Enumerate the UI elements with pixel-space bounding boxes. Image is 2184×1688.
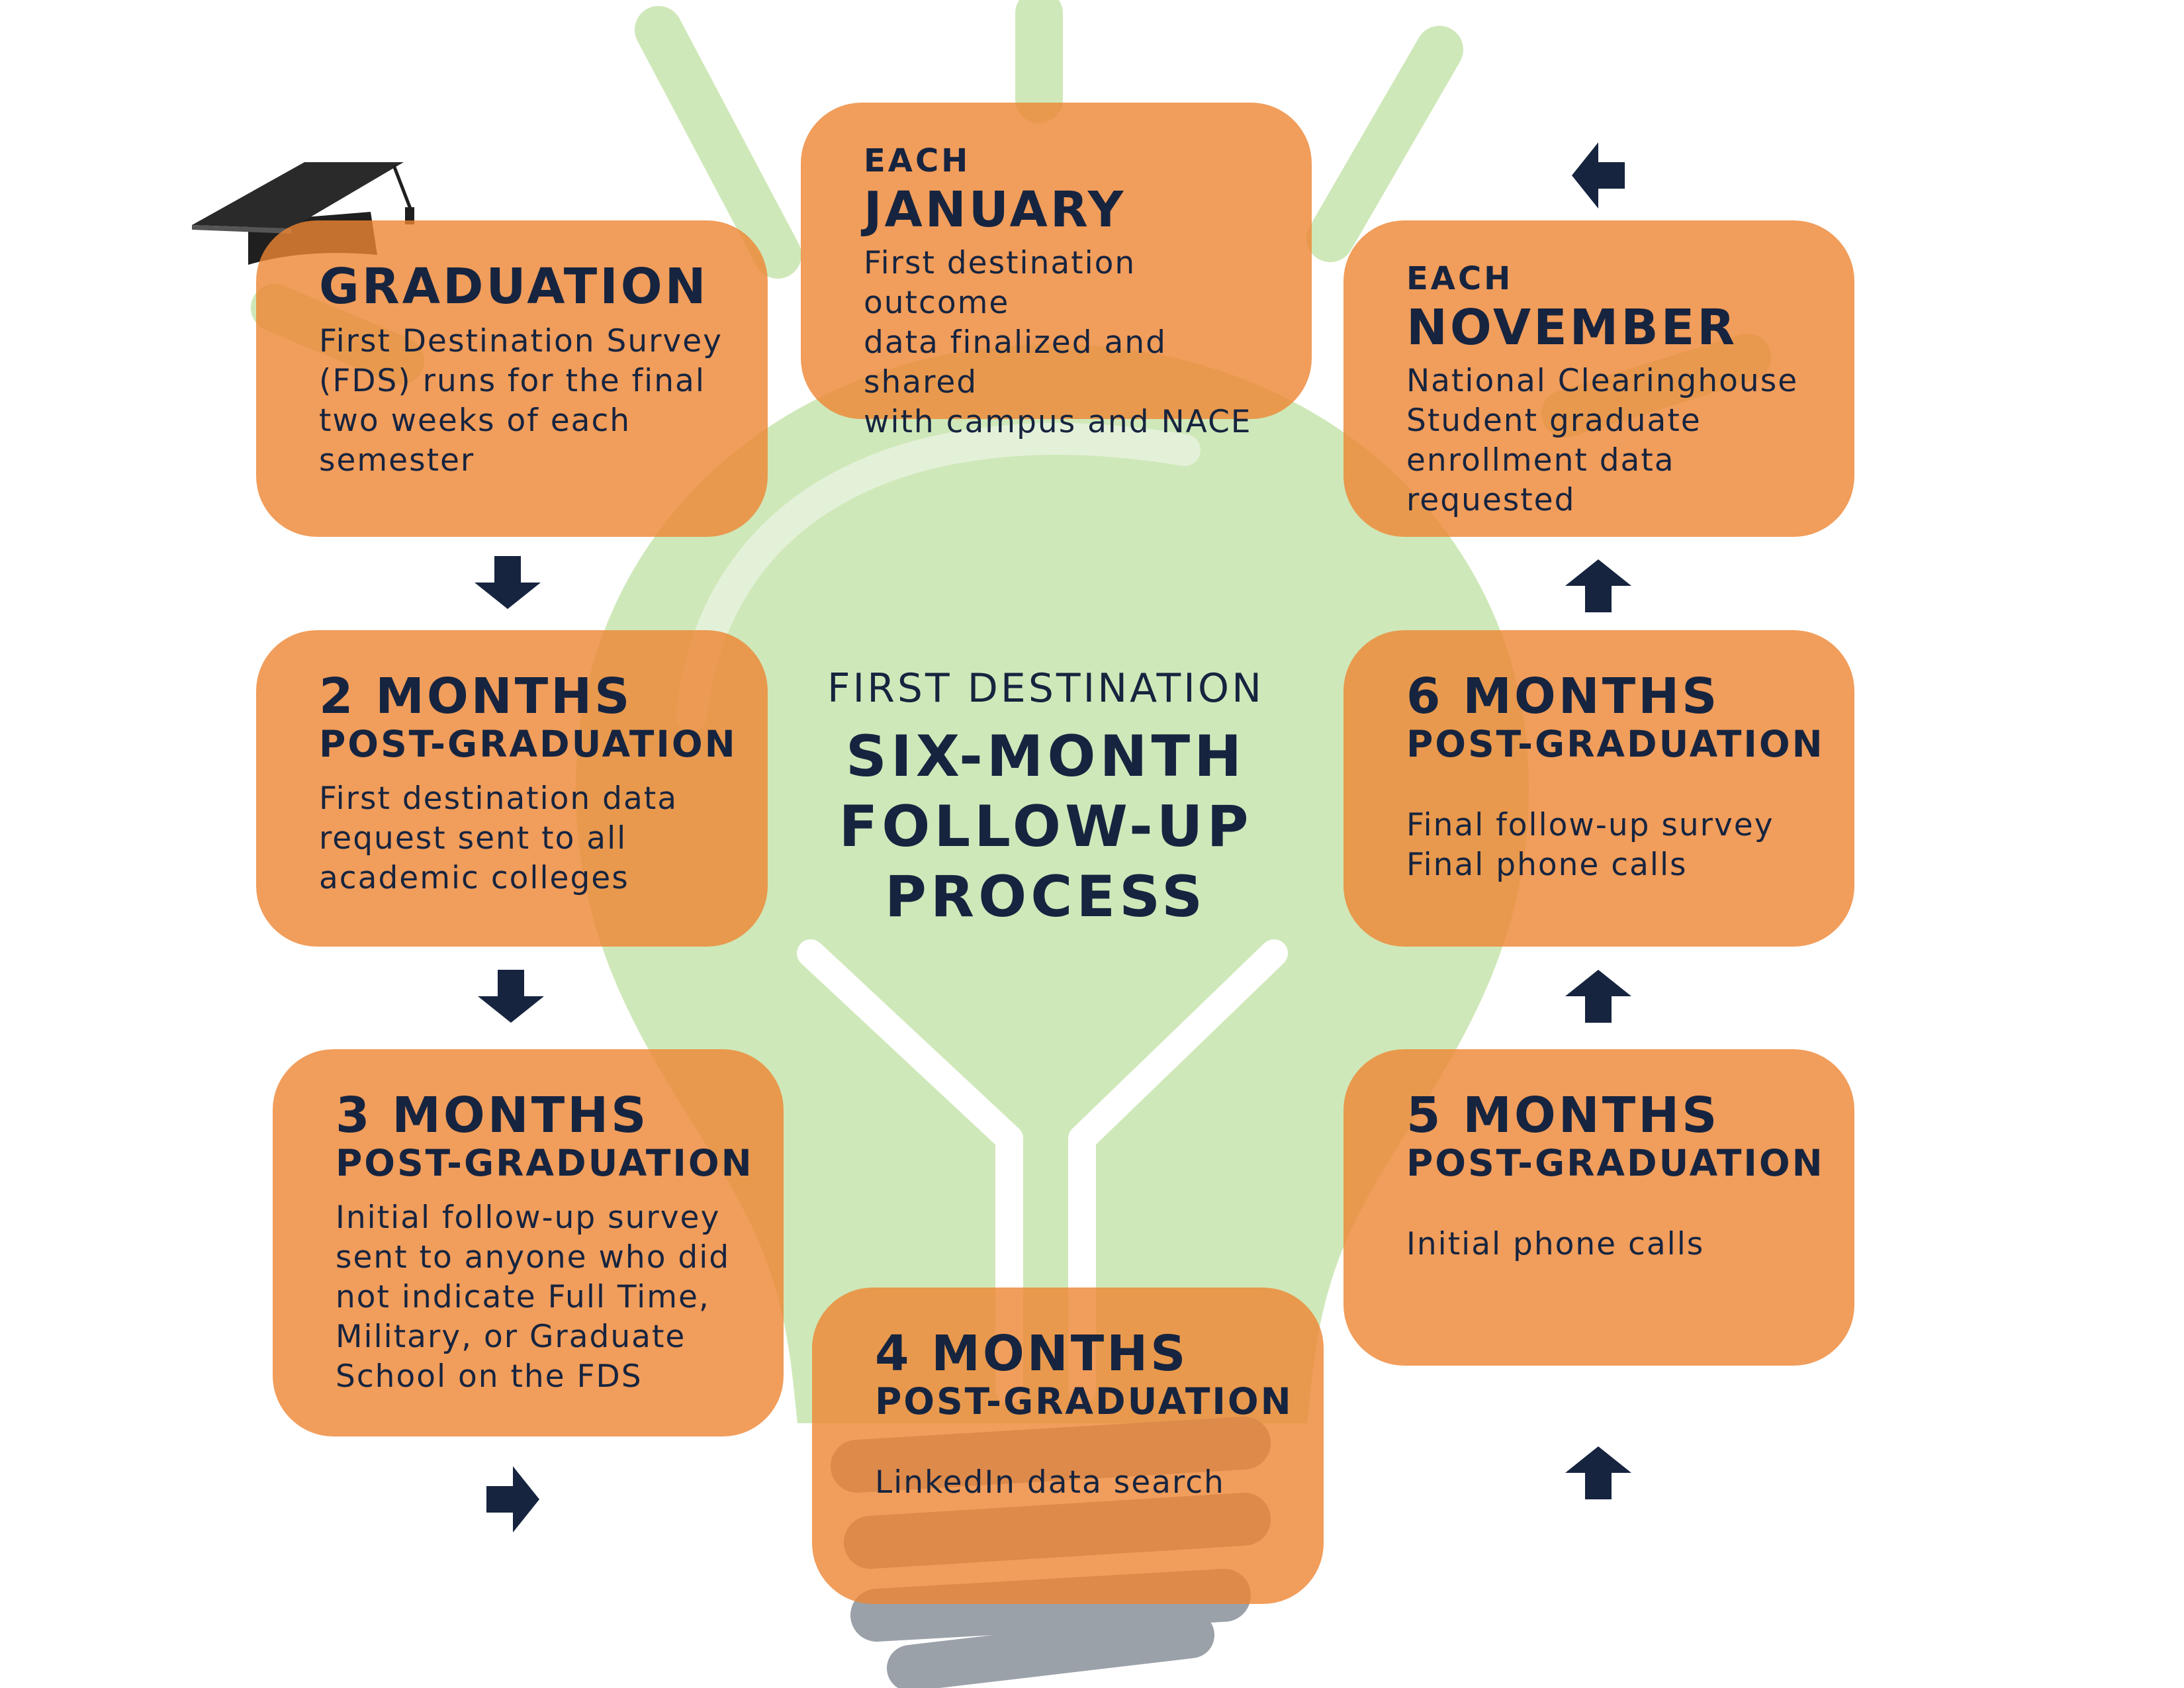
card-subtitle: POST-GRADUATION (1406, 1142, 1825, 1185)
arrow-left-icon (1572, 142, 1625, 209)
card-body: First destination data request sent to a… (319, 780, 678, 896)
card-subtitle: POST-GRADUATION (875, 1380, 1293, 1423)
card-body: First destination outcome data finalized… (864, 245, 1252, 441)
card-body: LinkedIn data search (875, 1464, 1225, 1501)
card-five-months: 5 MONTHS POST-GRADUATION Initial phone c… (1343, 1049, 1854, 1366)
card-title: 2 MONTHS (319, 668, 633, 725)
arrow-up-icon (1565, 559, 1631, 612)
card-body: Final follow-up survey Final phone calls (1406, 806, 1774, 883)
card-three-months: 3 MONTHS POST-GRADUATION Initial follow-… (273, 1049, 784, 1436)
card-november: EACH NOVEMBER National Clearinghouse Stu… (1343, 220, 1854, 537)
card-pretitle: EACH (1406, 260, 1514, 297)
card-subtitle: POST-GRADUATION (1406, 723, 1825, 766)
card-subtitle: POST-GRADUATION (319, 723, 737, 766)
card-subtitle: POST-GRADUATION (336, 1142, 754, 1185)
card-january: EACH JANUARY First destination outcome d… (801, 103, 1312, 440)
diagram-title: SIX-MONTH FOLLOW-UP PROCESS (839, 724, 1253, 930)
card-body: National Clearinghouse Student graduate … (1406, 363, 1799, 519)
arrow-down-icon (478, 970, 544, 1023)
card-body: Initial phone calls (1406, 1225, 1705, 1262)
card-four-months: 4 MONTHS POST-GRADUATION LinkedIn data s… (812, 1288, 1324, 1604)
card-title: 4 MONTHS (875, 1325, 1189, 1382)
arrow-down-icon (475, 556, 541, 609)
diagram-eyebrow: FIRST DESTINATION (827, 665, 1264, 712)
card-title: 3 MONTHS (336, 1087, 649, 1144)
card-graduation: GRADUATION First Destination Survey (FDS… (256, 220, 768, 537)
card-pretitle: EACH (864, 142, 971, 179)
card-title: NOVEMBER (1406, 299, 1738, 356)
card-title: JANUARY (864, 181, 1126, 238)
card-six-months: 6 MONTHS POST-GRADUATION Final follow-up… (1343, 630, 1854, 947)
arrow-up-icon (1565, 970, 1631, 1023)
card-title: 5 MONTHS (1406, 1087, 1720, 1144)
card-body: Initial follow-up survey sent to anyone … (336, 1199, 731, 1395)
card-body: First Destination Survey (FDS) runs for … (319, 323, 723, 479)
arrow-up-icon (1565, 1446, 1631, 1499)
card-two-months: 2 MONTHS POST-GRADUATION First destinati… (256, 630, 768, 947)
arrow-right-icon (486, 1466, 539, 1532)
card-title: GRADUATION (319, 258, 709, 315)
card-title: 6 MONTHS (1406, 668, 1720, 725)
